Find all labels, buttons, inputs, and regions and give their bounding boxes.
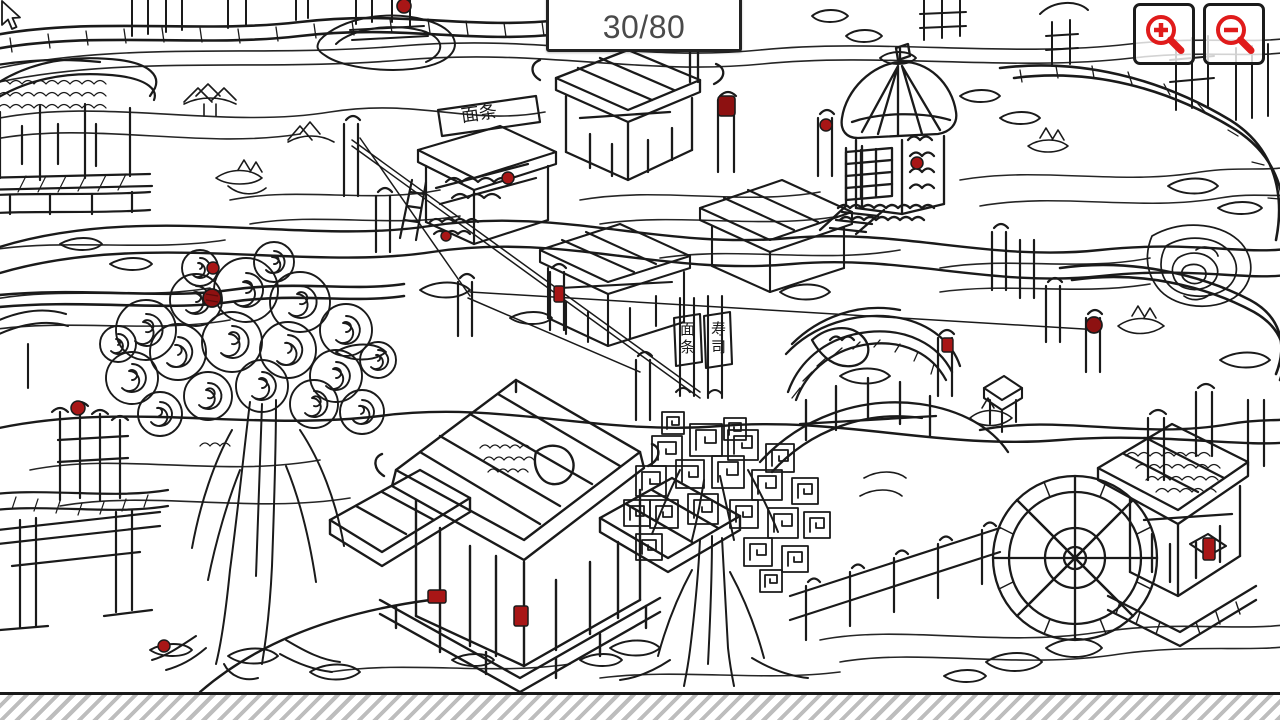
found-marker (910, 156, 924, 170)
found-counter-text: 30/80 (602, 9, 686, 45)
magnifier-plus-icon (1146, 15, 1185, 54)
found-marker (396, 0, 412, 14)
zoom-out-button[interactable] (1203, 3, 1265, 65)
sign-sushi-vertical-2: 司 (711, 338, 726, 356)
found-counter: 30/80 (546, 0, 742, 52)
found-marker (501, 171, 515, 185)
found-marker (427, 589, 447, 604)
found-marker (70, 400, 86, 416)
found-marker (553, 285, 565, 303)
zoom-in-button[interactable] (1133, 3, 1195, 65)
found-marker (157, 639, 171, 653)
found-marker (1202, 537, 1216, 561)
found-marker (206, 261, 220, 275)
bottom-letterbox-hatch (0, 692, 1280, 720)
found-object-markers (70, 0, 1216, 653)
found-marker (1085, 316, 1103, 334)
found-marker (819, 118, 833, 132)
found-marker (717, 95, 736, 117)
found-marker (440, 230, 452, 242)
sign-noodles-horizontal: 面条 (460, 101, 499, 127)
found-marker (202, 288, 222, 308)
magnifier-minus-icon (1216, 15, 1255, 54)
found-marker (941, 337, 954, 353)
sign-noodles-vertical-2: 条 (680, 338, 695, 356)
map-canvas[interactable]: 面条 面 条 寿 司 (0, 0, 1280, 692)
sign-noodles-vertical: 面 (680, 320, 695, 338)
found-marker (513, 605, 529, 627)
sign-sushi-vertical: 寿 (711, 320, 726, 338)
